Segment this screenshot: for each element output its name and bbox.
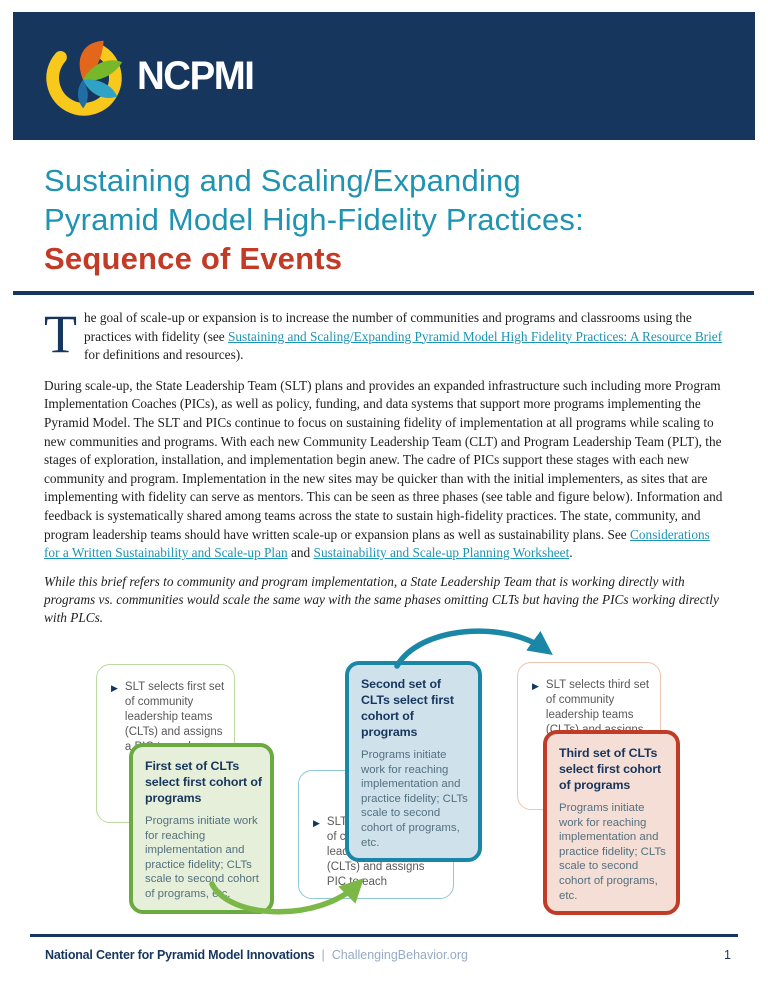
cohort-box-second: Second set of CLTs select first cohort o…: [345, 661, 482, 863]
logo-wordmark: NCPMI: [137, 53, 255, 98]
page-title: Sustaining and Scaling/Expanding Pyramid…: [44, 162, 723, 279]
drop-cap: T: [44, 304, 77, 364]
intro-text-before-link: he goal of scale-up or expansion is to i…: [84, 310, 692, 344]
cohort-box-first: First set of CLTs select first cohort of…: [129, 743, 274, 914]
triangle-bullet-icon: ▶: [532, 681, 539, 691]
triangle-bullet-icon: ▶: [313, 818, 320, 828]
cohort-body-second: Programs initiate work for reaching impl…: [361, 749, 468, 849]
cohort-body-first: Programs initiate work for reaching impl…: [145, 815, 259, 900]
intro-text-after-link: for definitions and resources).: [84, 347, 244, 363]
footer-org-name: National Center for Pyramid Model Innova…: [45, 948, 315, 962]
cohort-box-third: Third set of CLTs select first cohort of…: [543, 730, 680, 916]
title-line-2: Pyramid Model High-Fidelity Practices:: [44, 201, 584, 237]
footer-site-link[interactable]: ChallengingBehavior.org: [331, 948, 468, 962]
footer: National Center for Pyramid Model Innova…: [45, 948, 731, 962]
cohort-title-second: Second set of CLTs select first cohort o…: [361, 677, 454, 739]
ncpmi-swirl-icon: [46, 40, 123, 116]
ncpmi-logo: NCPMI: [41, 32, 258, 120]
header-banner: NCPMI: [13, 12, 755, 140]
title-divider: [13, 291, 754, 295]
body-text-between-links: and: [287, 545, 314, 561]
planning-worksheet-link[interactable]: Sustainability and Scale-up Planning Wor…: [313, 545, 570, 561]
body-text-before-links: During scale-up, the State Leadership Te…: [44, 377, 723, 542]
italic-note: While this brief refers to community and…: [44, 573, 719, 625]
sustainability-plan-link[interactable]: Considerations for a Written Sustainabil…: [44, 526, 710, 561]
body-paragraph: During scale-up, the State Leadership Te…: [44, 377, 723, 563]
title-line-1: Sustaining and Scaling/Expanding: [44, 163, 521, 198]
title-line-3: Sequence of Events: [44, 241, 343, 276]
footer-separator: |: [321, 948, 325, 962]
body-text-after-links: .: [569, 545, 573, 561]
cohort-title-first: First set of CLTs select first cohort of…: [145, 759, 262, 805]
cohort-body-third: Programs initiate work for reaching impl…: [559, 802, 666, 902]
page-number: 1: [724, 948, 731, 962]
footer-divider: [30, 934, 738, 937]
resource-brief-link[interactable]: Sustaining and Scaling/Expanding Pyramid…: [228, 328, 723, 344]
cohort-title-third: Third set of CLTs select first cohort of…: [559, 746, 662, 792]
sequence-of-events-diagram: ▶ SLT selects first set of community lea…: [0, 622, 768, 934]
main-content: Sustaining and Scaling/Expanding Pyramid…: [13, 140, 754, 627]
triangle-bullet-icon: ▶: [111, 683, 118, 693]
